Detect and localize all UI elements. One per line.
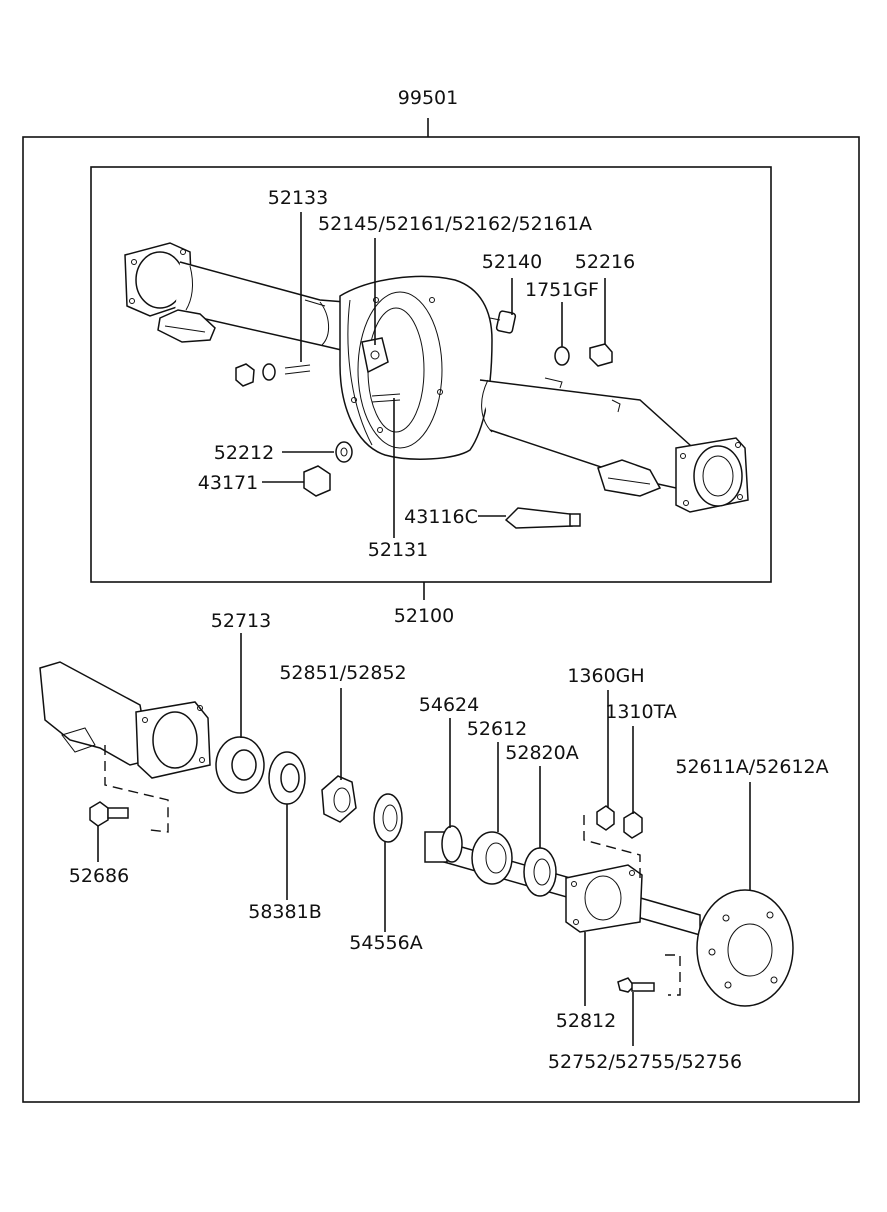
label-52713: 52713: [211, 610, 271, 632]
label-52140: 52140: [482, 251, 542, 273]
label-52145: 52145/52161/52162/52161A: [318, 213, 592, 235]
label-52851: 52851/52852: [279, 662, 406, 684]
label-52820a: 52820A: [505, 742, 578, 764]
label-43171: 43171: [198, 472, 258, 494]
label-52216: 52216: [575, 251, 635, 273]
label-52752: 52752/52755/52756: [548, 1051, 742, 1073]
outer-frame: [22, 136, 860, 1103]
label-52131: 52131: [368, 539, 428, 561]
label-52133: 52133: [268, 187, 328, 209]
label-1310ta: 1310TA: [605, 701, 676, 723]
housing-frame: [90, 166, 772, 583]
label-43116c: 43116C: [404, 506, 478, 528]
label-1360gh: 1360GH: [567, 665, 644, 687]
label-52812: 52812: [556, 1010, 616, 1032]
axle-shaft-drawing: [39, 661, 794, 1007]
label-52612: 52612: [467, 718, 527, 740]
label-1751gf: 1751GF: [525, 279, 599, 301]
label-58381b: 58381B: [248, 901, 321, 923]
axle-housing-drawing: [124, 242, 749, 529]
label-54624: 54624: [419, 694, 479, 716]
label-assembly: 99501: [398, 87, 458, 109]
label-52611a: 52611A/52612A: [675, 756, 828, 778]
label-52686: 52686: [69, 865, 129, 887]
label-housing: 52100: [394, 605, 454, 627]
label-52212: 52212: [214, 442, 274, 464]
label-54556a: 54556A: [349, 932, 422, 954]
